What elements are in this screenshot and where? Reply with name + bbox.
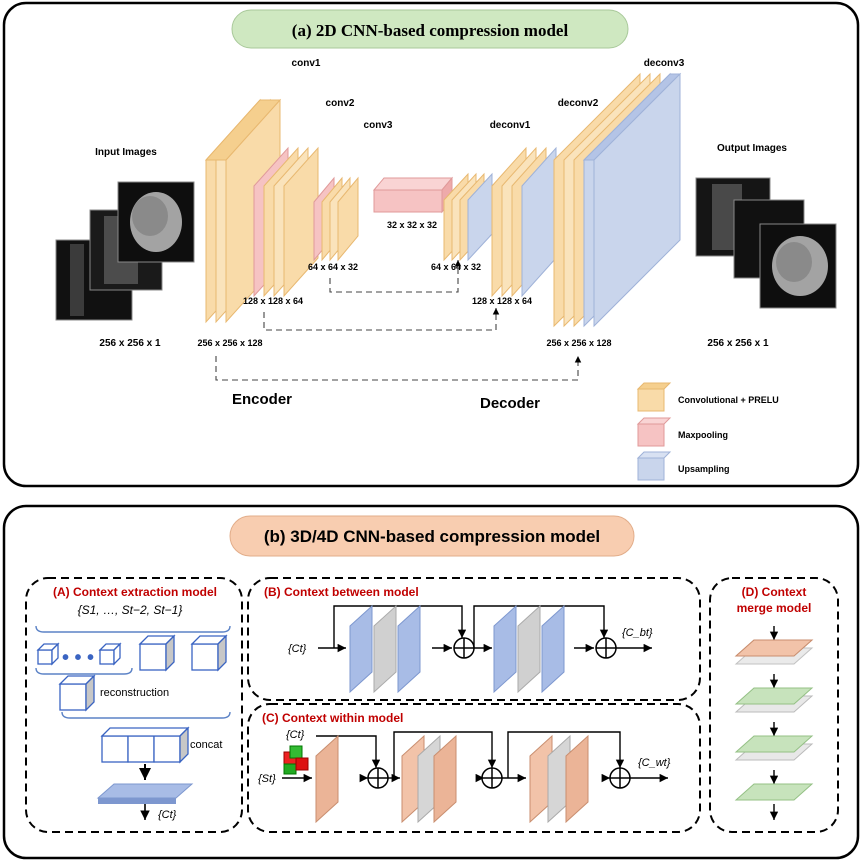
legend-swatch-maxpool <box>637 423 665 447</box>
decoder-label: Decoder <box>480 395 540 412</box>
enc3-dims: 64 x 64 x 32 <box>308 262 358 272</box>
sub-c-layers-2 <box>401 734 457 824</box>
panel-b-frame <box>2 504 860 860</box>
sub-a-reconstruction: reconstruction <box>100 687 169 699</box>
skip-connections <box>215 260 582 381</box>
sub-c-flow <box>282 731 668 783</box>
conv3-label: conv3 <box>364 120 393 131</box>
sub-a-frame <box>25 577 243 833</box>
sub-b-layers-2 <box>493 604 565 694</box>
sub-b-layers-1 <box>349 604 421 694</box>
sub-a-recon-cube <box>58 674 96 712</box>
output-size-label: 256 x 256 x 1 <box>707 338 769 349</box>
sub-d-title-2: merge model <box>737 601 812 615</box>
sub-a-output: {Ct} <box>158 809 177 821</box>
sub-a-ellipsis: • • • <box>62 647 94 669</box>
legend: Convolutional + PRELU Maxpooling Upsampl… <box>636 382 779 481</box>
conv2-block <box>253 146 319 298</box>
output-images-label: Output Images <box>717 143 787 154</box>
deconv3-label: deconv3 <box>644 58 685 69</box>
deconv1-block <box>443 172 493 262</box>
input-images-label: Input Images <box>95 147 157 158</box>
sub-b-output: {C_bt} <box>622 627 653 639</box>
deconv1-label: deconv1 <box>490 120 531 131</box>
sub-c-output: {C_wt} <box>638 757 671 769</box>
sub-a-title: (A) Context extraction model <box>53 585 217 599</box>
sub-d-title-1: (D) Context <box>742 585 807 599</box>
deconv2-block <box>491 146 557 298</box>
sub-c-title: (C) Context within model <box>262 711 403 725</box>
dec3-dims: 256 x 256 x 128 <box>546 338 611 348</box>
sub-b-title: (B) Context between model <box>264 585 419 599</box>
dec2-dims: 128 x 128 x 64 <box>472 296 532 306</box>
panel-b-title-pill <box>229 515 635 557</box>
dec1-dims: 64 x 64 x 32 <box>431 262 481 272</box>
sub-d-frame <box>709 577 839 833</box>
sub-b-input: {Ct} <box>288 643 307 655</box>
sub-c-layers-3 <box>529 734 589 824</box>
legend-label-upsampling: Upsampling <box>678 464 730 474</box>
deconv3-block <box>553 72 682 328</box>
output-xray-stack <box>695 177 837 309</box>
panel-a-title-pill <box>231 9 629 49</box>
panel-a-frame <box>2 1 860 488</box>
enc2-dims: 128 x 128 x 64 <box>243 296 303 306</box>
legend-label-conv: Convolutional + PRELU <box>678 395 779 405</box>
sub-b-frame <box>247 577 701 701</box>
conv3-block <box>313 176 359 262</box>
sub-c-layer-1 <box>315 734 339 824</box>
sub-a-cubes <box>36 634 228 672</box>
sub-a-brace-bottom <box>61 711 231 719</box>
legend-swatch-upsampling <box>637 457 665 481</box>
enc1-dims: 256 x 256 x 128 <box>197 338 262 348</box>
encoder-label: Encoder <box>232 391 292 408</box>
legend-swatch-conv <box>637 388 665 412</box>
sub-a-concat-cubes <box>100 726 190 764</box>
sub-a-brace-mid <box>35 667 133 675</box>
sub-c-input-c: {Ct} <box>286 729 305 741</box>
sub-a-set: {S1, …, St−2, St−1} <box>78 603 183 617</box>
legend-label-maxpool: Maxpooling <box>678 430 728 440</box>
bottleneck-dims: 32 x 32 x 32 <box>387 220 437 230</box>
deconv2-label: deconv2 <box>558 98 599 109</box>
bottleneck-block <box>372 176 454 214</box>
sub-a-context-slab <box>96 783 194 804</box>
sub-c-frame <box>247 703 701 833</box>
sub-c-context-cubes <box>283 745 309 775</box>
sub-d-stack <box>734 626 814 820</box>
sub-a-brace-top <box>35 625 231 633</box>
input-xray-stack <box>55 181 195 321</box>
sub-c-input-s: {St} <box>258 773 276 785</box>
panel-b-title: (b) 3D/4D CNN-based compression model <box>264 527 600 546</box>
panel-a-title: (a) 2D CNN-based compression model <box>292 21 569 40</box>
input-size-label: 256 x 256 x 1 <box>99 338 161 349</box>
sub-b-flow <box>318 605 652 653</box>
sub-a-concat: concat <box>190 739 222 751</box>
conv2-label: conv2 <box>326 98 355 109</box>
conv1-label: conv1 <box>292 58 321 69</box>
